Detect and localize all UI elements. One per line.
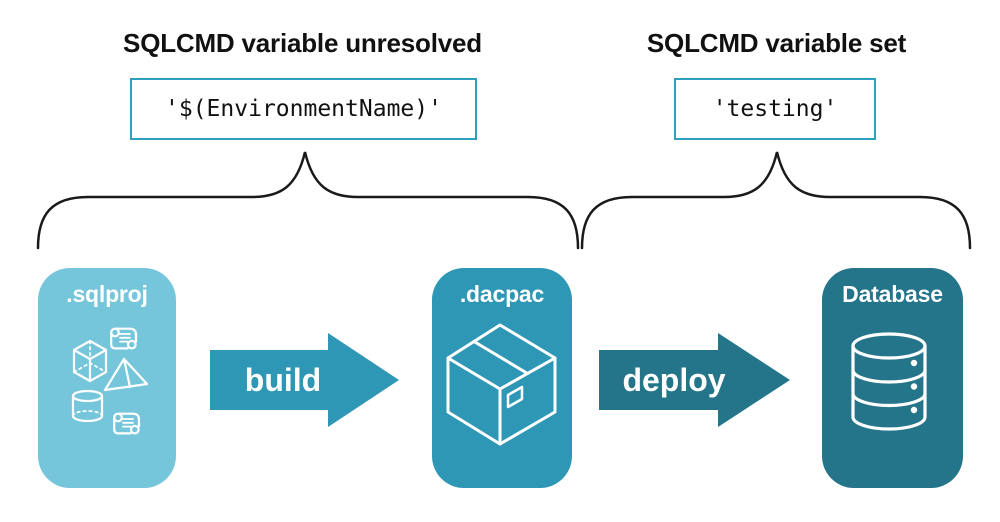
code-environment-variable: '$(EnvironmentName)'	[165, 96, 442, 122]
deploy-arrow-label: deploy	[622, 362, 726, 398]
node-label-sqlproj: .sqlproj	[66, 281, 148, 307]
code-testing-value: 'testing'	[712, 96, 838, 122]
database-cylinder-icon	[851, 332, 927, 431]
code-box-environment-variable: '$(EnvironmentName)'	[130, 78, 477, 140]
node-label-dacpac: .dacpac	[459, 281, 545, 307]
heading-sqlcmd-set: SQLCMD variable set	[646, 28, 907, 58]
package-box-icon	[446, 323, 557, 446]
node-sqlproj: .sqlproj	[38, 268, 176, 488]
build-arrow-icon	[210, 333, 399, 427]
sql-source-objects-icon	[71, 327, 149, 435]
node-label-database: Database	[842, 281, 943, 307]
cylinder-icon	[71, 389, 104, 423]
build-arrow-label: build	[244, 362, 322, 398]
node-dacpac: .dacpac	[432, 268, 572, 488]
heading-sqlcmd-unresolved: SQLCMD variable unresolved	[123, 28, 482, 58]
curly-brace-right-icon	[580, 151, 972, 250]
script-scroll-icon	[113, 412, 141, 435]
curly-brace-left-icon	[36, 151, 580, 250]
node-database: Database	[822, 268, 963, 488]
deploy-arrow-icon	[599, 333, 790, 427]
pyramid-icon	[103, 357, 149, 392]
code-box-testing-value: 'testing'	[674, 78, 876, 140]
script-scroll-icon	[110, 327, 138, 350]
cube-icon	[72, 339, 108, 383]
